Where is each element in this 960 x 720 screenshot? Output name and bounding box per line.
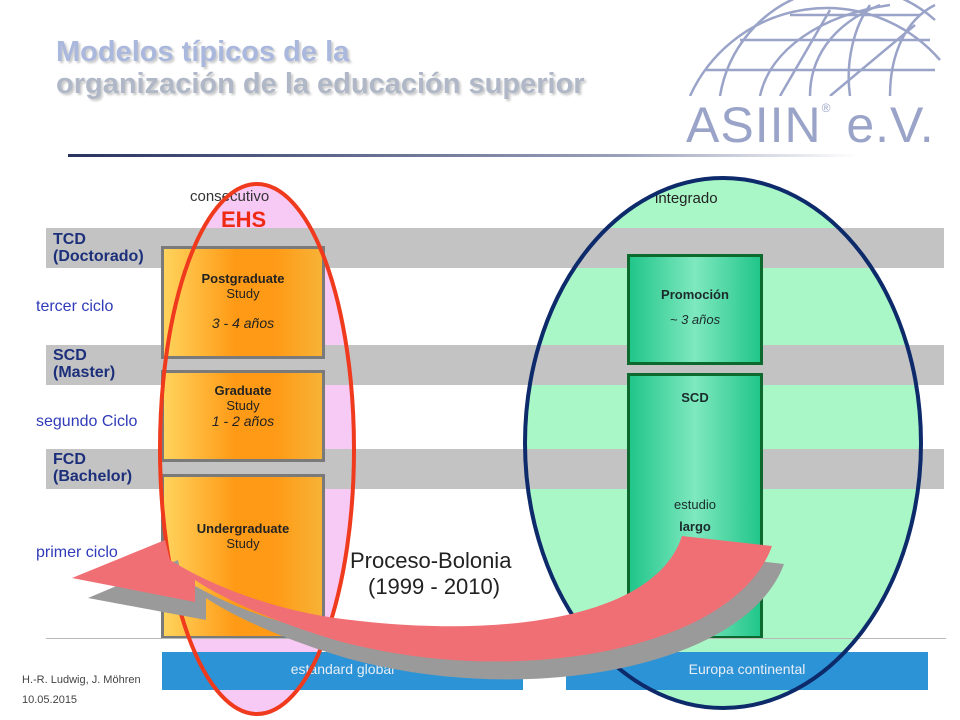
promocion-duration: ~ 3 años: [669, 312, 721, 327]
cycle-label-first: primer ciclo: [36, 544, 118, 561]
bologna-arrow-icon: [72, 536, 784, 680]
band-scd-line1: SCD: [53, 347, 87, 364]
graduate-duration: 1 - 2 años: [211, 413, 275, 429]
right-column-heading: integrado: [655, 190, 718, 207]
title-divider: [68, 154, 858, 157]
scd-line2: largo: [679, 519, 711, 534]
band-label-scd: SCD (Master): [53, 347, 115, 381]
band-tcd-line1: TCD: [53, 231, 86, 248]
postgraduate-title: Postgraduate: [201, 271, 285, 286]
band-fcd-line2: (Bachelor): [53, 468, 133, 485]
credit-author: H.-R. Ludwig, J. Möhren: [22, 674, 141, 686]
logo-suffix: e.V.: [846, 97, 935, 153]
title-line-1: Modelos típicos de la: [56, 36, 350, 68]
bologna-years: (1999 - 2010): [368, 574, 501, 599]
title-line-2: organización de la educación superior: [56, 68, 585, 100]
undergraduate-subtitle: Study: [226, 536, 260, 551]
logo-wordmark: ASIIN® e.V.: [686, 96, 935, 154]
ehs-badge: EHS: [221, 207, 267, 232]
cycle-label-second: segundo Ciclo: [36, 413, 138, 430]
cycle-label-third: tercer ciclo: [36, 298, 114, 315]
scd-line1: estudio: [674, 497, 716, 512]
postgraduate-duration: 3 - 4 años: [211, 315, 275, 331]
logo-text: ASIIN: [686, 97, 822, 153]
postgraduate-subtitle: Study: [226, 286, 260, 301]
scd-title: SCD: [681, 390, 709, 405]
band-label-tcd: TCD (Doctorado): [53, 231, 144, 265]
undergraduate-title: Undergraduate: [196, 521, 290, 536]
promocion-box: Promoción ~ 3 años: [627, 254, 763, 365]
graduate-subtitle: Study: [226, 398, 260, 413]
promocion-title: Promoción: [661, 287, 729, 302]
credit-date: 10.05.2015: [22, 694, 78, 706]
footer-europe: Europa continental: [566, 652, 928, 690]
band-fcd-line1: FCD: [53, 451, 86, 468]
band-tcd-line2: (Doctorado): [53, 248, 144, 265]
left-ellipse-outline: [158, 182, 356, 716]
right-ellipse-outline: [523, 176, 923, 710]
bologna-label: Proceso-Bolonia: [350, 548, 512, 573]
band-scd-line2: (Master): [53, 364, 116, 381]
graduate-title: Graduate: [214, 383, 272, 398]
band-label-fcd: FCD (Bachelor): [53, 451, 132, 485]
page-title: Modelos típicos de la organización de la…: [56, 36, 585, 100]
credit-block: H.-R. Ludwig, J. Möhren 10.05.2015: [22, 666, 141, 714]
globe-logo-icon: [688, 0, 941, 96]
registered-mark: ®: [821, 101, 832, 115]
